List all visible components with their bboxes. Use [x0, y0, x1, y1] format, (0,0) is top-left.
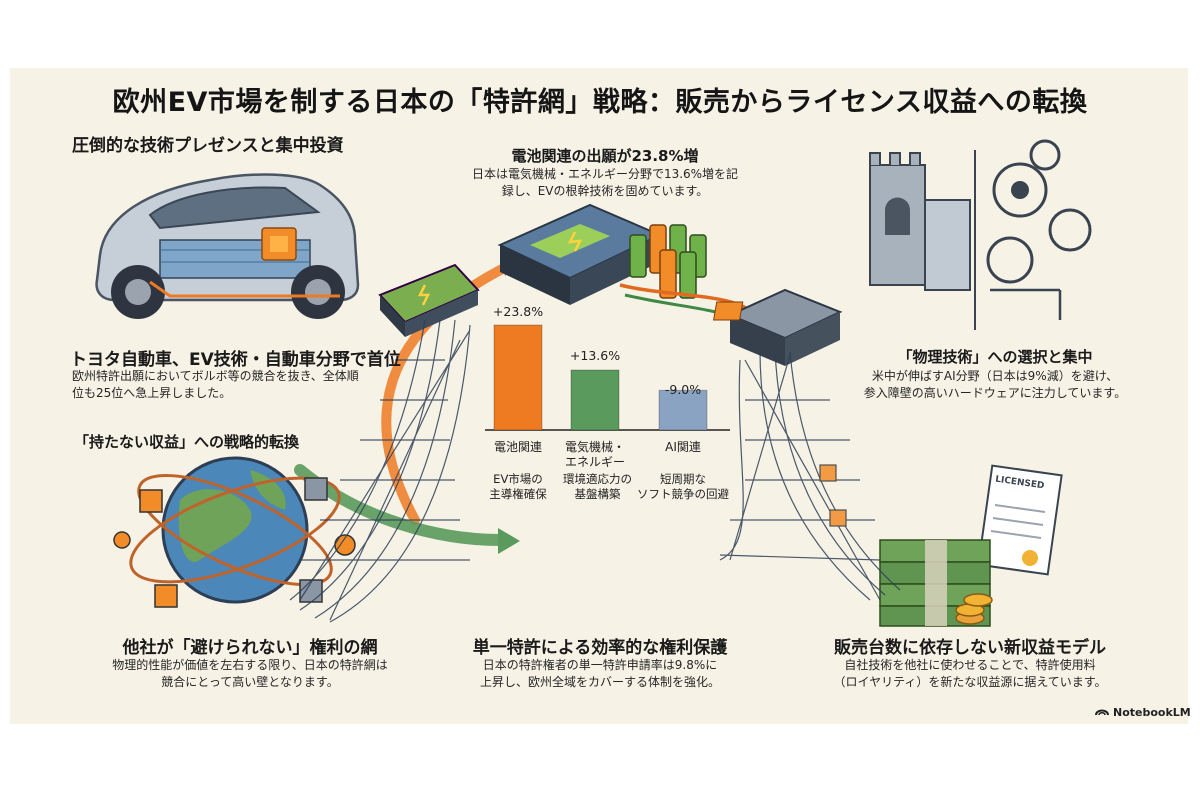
toyota-body-2: 位も25位へ急上昇しました。 [72, 386, 232, 400]
physical-body-1: 米中が伸ばすAI分野（日本は9%減）を避け、 [871, 369, 1119, 383]
battery-cells [629, 224, 707, 299]
physical-heading: 「物理技術」への選択と集中 [897, 348, 1093, 366]
bar-value-label-2: -9.0% [664, 382, 702, 397]
bar-category-label-0: 電池関連 [478, 440, 558, 455]
bar-sublabel-2: 短周期な ソフト競争の回避 [628, 472, 738, 502]
single-patent-body-1: 日本の特許権者の単一特許申請率は9.8%に [482, 658, 718, 672]
bar-category-0-line-1: 電池関連 [493, 440, 542, 454]
bar-sublabel-2-line-2: ソフト競争の回避 [637, 487, 729, 501]
net-heading: 他社が「避けられない」権利の網 [122, 638, 378, 658]
chip-module [712, 288, 843, 366]
battery-pack-large [497, 203, 762, 336]
presence-heading: 圧倒的な技術プレゼンスと集中投資 [72, 136, 344, 156]
battery-module-small [378, 263, 480, 337]
physical-body-2: 参入障壁の高いハードウェアに注力しています。 [863, 386, 1127, 400]
brand: NotebookLM [1095, 706, 1191, 719]
globe-network-illustration [113, 456, 356, 608]
battery-heading: 電池関連の出願が23.8%増 [511, 147, 699, 165]
bar-category-label-2: AI関連 [643, 440, 723, 455]
bar-sublabel-0-line-1: EV市場の [493, 472, 543, 486]
single-patent-heading: 単一特許による効率的な権利保護 [472, 638, 728, 658]
notebooklm-logo-icon [1095, 706, 1109, 719]
new-model-body-2: （ロイヤリティ）を新たな収益源に据えています。 [833, 675, 1107, 689]
toyota-heading: トヨタ自動車、EV技術・自動車分野で首位 [70, 350, 401, 370]
bar-category-2-line-1: AI関連 [665, 440, 701, 454]
bar-category-1-line-2: エネルギー [564, 455, 625, 469]
bar-0 [493, 324, 543, 431]
bar-value-label-0: +23.8% [492, 304, 544, 319]
new-model-heading: 販売台数に依存しない新収益モデル [834, 638, 1106, 658]
ev-car-illustration [95, 173, 360, 319]
new-model-body-1: 自社技術を他社に使わせることで、特許使用料 [844, 658, 1096, 672]
page-title: 欧州EV市場を制する日本の「特許網」戦略：販売からライセンス収益への転換 [112, 87, 1088, 118]
patent-net-right [719, 349, 901, 601]
bar-sublabel-0-line-2: 主導権確保 [489, 487, 547, 501]
bar-2 [658, 389, 708, 431]
revenue-shift-heading: 「持たない収益」への戦略的転換 [74, 433, 300, 451]
single-patent-body-2: 上昇し、欧州全域をカバーする体制を強化。 [479, 675, 720, 689]
net-body-1: 物理的性能が価値を左右する限り、日本の特許網は [112, 658, 388, 672]
bar-1 [570, 369, 620, 431]
bar-sublabel-0: EV市場の 主導権確保 [478, 472, 558, 502]
bar-value-label-1: +13.6% [569, 348, 621, 363]
bar-sublabel-1-line-1: 環境適応力の [563, 472, 632, 486]
money-license-illustration [879, 464, 1063, 627]
bar-sublabel-2-line-1: 短周期な [660, 472, 706, 486]
net-body-2: 競合にとって高い壁となります。 [161, 675, 339, 689]
bar-category-label-1: 電気機械・ エネルギー [555, 440, 635, 470]
brand-name: NotebookLM [1113, 706, 1191, 719]
bar-category-1-line-1: 電気機械・ [564, 440, 625, 454]
bar-sublabel-1: 環境適応力の 基盤構築 [550, 472, 645, 502]
bar-sublabel-1-line-2: 基盤構築 [574, 487, 621, 501]
battery-body-2: 録し、EVの根幹技術を固めています。 [501, 184, 709, 198]
castle-gears-illustration [869, 139, 1092, 330]
toyota-body-1: 欧州特許出願においてボルボ等の競合を抜き、全体順 [72, 369, 359, 383]
battery-body-1: 日本は電気機械・エネルギー分野で13.6%増を記 [471, 167, 739, 181]
patent-net-left [289, 319, 471, 623]
